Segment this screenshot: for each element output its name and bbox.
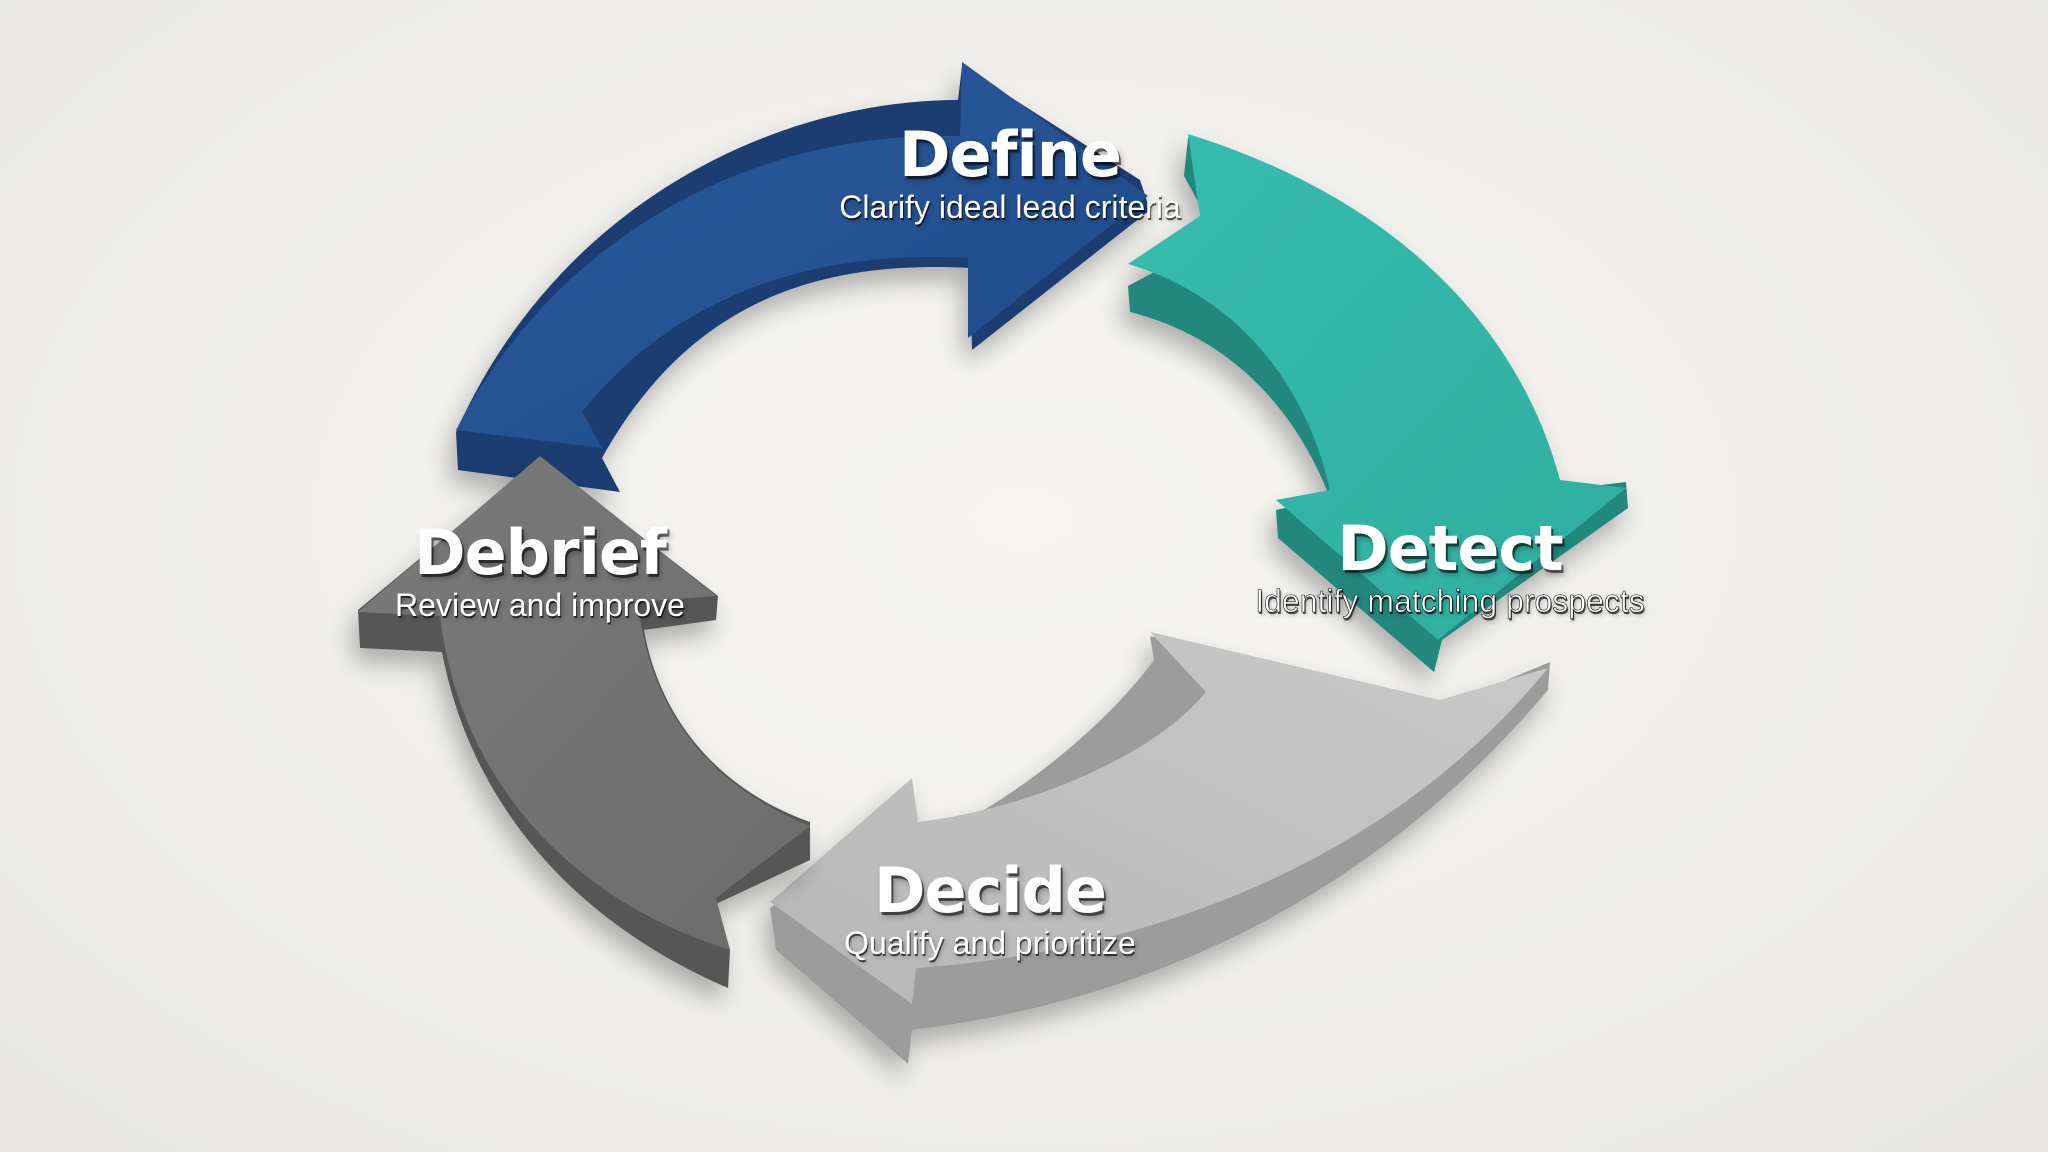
step-decide: Decide Qualify and prioritize: [790, 858, 1190, 962]
arrow-detect: [1128, 134, 1628, 672]
step-define-subtitle: Clarify ideal lead criteria: [839, 189, 1181, 225]
arrow-debrief: [358, 456, 810, 988]
step-detect-title: Detect: [1337, 512, 1564, 585]
step-detect: Detect Identify matching prospects: [1220, 516, 1680, 620]
step-decide-title: Decide: [874, 854, 1107, 927]
step-decide-subtitle: Qualify and prioritize: [844, 925, 1136, 961]
arrow-define: [456, 62, 1150, 492]
step-debrief-subtitle: Review and improve: [395, 587, 685, 623]
step-define: Define Clarify ideal lead criteria: [800, 122, 1220, 226]
step-detect-subtitle: Identify matching prospects: [1255, 583, 1645, 620]
step-define-title: Define: [899, 118, 1122, 191]
step-debrief-title: Debrief: [414, 516, 667, 589]
arrow-decide: [770, 632, 1550, 1064]
step-debrief: Debrief Review and improve: [370, 520, 710, 624]
